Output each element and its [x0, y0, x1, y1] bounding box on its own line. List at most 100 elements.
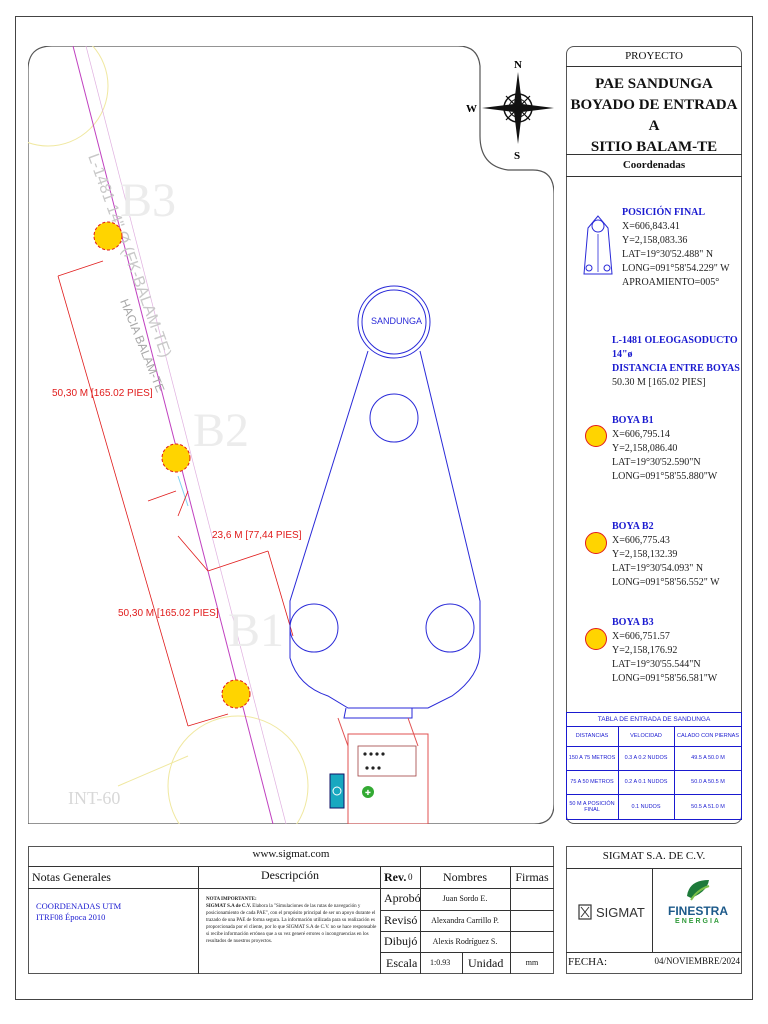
buoy-b2-icon	[585, 532, 607, 554]
boya-b1-title: BOYA B1	[612, 415, 654, 426]
project-title: PAE SANDUNGA BOYADO DE ENTRADA A SITIO B…	[566, 74, 742, 158]
compass-s: S	[514, 150, 520, 162]
info-panel	[566, 46, 742, 824]
entrada-table-title: TABLA DE ENTRADA DE SANDUNGA	[597, 715, 711, 723]
map-drawing: INT-60 B3 B2 B1 L-1481 14" Ø (FK-BALAM-T…	[28, 46, 554, 824]
vessel-icon	[583, 215, 613, 275]
b3-big-label: B3	[120, 174, 176, 227]
energia-text: ENERGIA	[675, 918, 721, 925]
entrada-table	[566, 712, 742, 820]
table-row-3-calado: 50.5 A 51.0 M	[691, 804, 725, 810]
website-label: www.sigmat.com	[252, 848, 330, 860]
nota-body: Elabora la "Simulaciones de las rutas de…	[206, 904, 377, 944]
oleogasoducto-label: L-1481 OLEOGASODUCTO 14"ø	[612, 334, 742, 362]
nota-title: NOTA IMPORTANTE:	[206, 897, 257, 902]
boya-b2-x: X=606,775.43	[612, 535, 670, 546]
descripcion-label: Descripción	[261, 868, 319, 882]
nota-importante: NOTA IMPORTANTE: SIGMAT S.A de C.V. Elab…	[206, 896, 378, 945]
table-row-2-distancia: 75 A 50 METROS	[570, 779, 614, 785]
sigmat-logo: SIGMAT	[578, 900, 648, 924]
range-circle-bottom	[167, 715, 309, 824]
table-header-calado: CALADO CON PIERNAS	[676, 733, 740, 739]
aprobo-label: Aprobó	[384, 891, 421, 905]
escala-label: Escala	[386, 956, 418, 970]
table-header-distancias: DISTANCIAS	[575, 733, 609, 739]
table-row-1-distancia: 150 A 75 METROS	[568, 755, 616, 761]
dimension-lines	[57, 260, 294, 727]
vessel-structure: ✚	[329, 717, 429, 824]
map-frame	[28, 46, 554, 824]
project-title-line3: SITIO BALAM-TE	[590, 139, 718, 155]
reviso-label: Revisó	[384, 913, 418, 927]
finestra-logo: FINESTRA ENERGIA	[654, 876, 742, 948]
company-name: SIGMAT S.A. DE C.V.	[602, 850, 706, 862]
notas-line2: ITRF08 Época 2010	[36, 912, 106, 922]
fecha-label: FECHA:	[568, 956, 608, 968]
boya-b2-title: BOYA B2	[612, 521, 654, 532]
rev-value: 0	[408, 872, 413, 882]
buoy-b2	[161, 443, 191, 473]
project-title-line2: BOYADO DE ENTRADA A	[570, 97, 738, 134]
sandunga-label: SANDUNGA	[371, 316, 422, 326]
table-header-velocidad: VELOCIDAD	[630, 733, 662, 739]
nombres-label: Nombres	[443, 870, 487, 884]
boya-b3-x: X=606,751.57	[612, 631, 670, 642]
boya-b3-lat: LAT=19°30'55.544"N	[612, 659, 701, 670]
boya-b2-y: Y=2,158,132.39	[612, 549, 678, 560]
distance-label-lower: 50,30 M [165.02 PIES]	[118, 608, 219, 619]
sandunga-platform	[289, 285, 481, 719]
boya-b2-lat: LAT=19°30'54.093" N	[612, 563, 704, 574]
distance-label-upper: 50,30 M [165.02 PIES]	[52, 388, 153, 399]
finestra-leaf-icon	[687, 880, 710, 901]
notas-line1: COORDENADAS UTM	[36, 901, 122, 911]
escala-value: 1:0.93	[430, 958, 451, 967]
firmas-label: Firmas	[515, 870, 549, 884]
posicion-final-lat: LAT=19°30'52.488" N	[622, 249, 714, 260]
unidad-value: mm	[525, 958, 539, 967]
buoy-b1-icon	[585, 425, 607, 447]
boya-b3-title: BOYA B3	[612, 617, 654, 628]
sheet-border	[15, 16, 753, 1000]
boya-b3-long: LONG=091°58'56.581"W	[612, 673, 718, 684]
footer-company	[566, 846, 742, 974]
boya-b2-block: BOYA B2 X=606,775.43 Y=2,158,132.39 LAT=…	[612, 520, 742, 590]
table-row-1-calado: 49.5 A 50.0 M	[691, 755, 725, 761]
dibujo-name: Alexis Rodríguez S.	[432, 937, 498, 946]
notas-generales-label: Notas Generales	[32, 870, 111, 884]
range-circle-top	[28, 46, 109, 147]
boya-b1-long: LONG=091°58'55.880"W	[612, 471, 718, 482]
b2-big-label: B2	[193, 404, 249, 457]
map-view: INT-60 B3 B2 B1 L-1481 14" Ø (FK-BALAM-T…	[28, 46, 554, 824]
project-title-line1: PAE SANDUNGA	[595, 76, 713, 92]
reviso-name: Alexandra Carrillo P.	[431, 916, 499, 925]
boya-b1-y: Y=2,158,086.40	[612, 443, 678, 454]
buoy-b3	[93, 221, 123, 251]
table-row-3-velocidad: 0.1 NUDOS	[631, 804, 661, 810]
table-row-2-calado: 50.0 A 50.5 M	[691, 779, 725, 785]
buoy-b3-icon	[585, 628, 607, 650]
posicion-final-block: POSICIÓN FINAL X=606,843.41 Y=2,158,083.…	[622, 206, 742, 290]
table-row-2-velocidad: 0.2 A 0.1 NUDOS	[624, 779, 668, 785]
coordenadas-label: Coordenadas	[622, 159, 686, 171]
boya-b2-long: LONG=091°58'56.552" W	[612, 577, 720, 588]
distance-label-mid: 23,6 M [77,44 PIES]	[212, 530, 302, 541]
distancia-value: 50.30 M [165.02 PIES]	[612, 377, 706, 388]
nota-company: SIGMAT S.A de C.V.	[206, 904, 252, 909]
svg-text:✚: ✚	[365, 789, 371, 797]
rev-label: Rev.	[384, 870, 407, 884]
sigmat-logo-text: SIGMAT	[596, 904, 645, 920]
compass-rose-icon: N S E W	[466, 59, 554, 162]
buoy-b1	[221, 679, 251, 709]
posicion-final-y: Y=2,158,083.36	[622, 235, 688, 246]
posicion-final-x: X=606,843.41	[622, 221, 680, 232]
fecha-value: 04/NOVIEMBRE/2024	[654, 956, 741, 966]
proyecto-label: PROYECTO	[625, 50, 683, 62]
boya-b3-block: BOYA B3 X=606,751.57 Y=2,158,176.92 LAT=…	[612, 616, 742, 686]
oleogasoducto-text: L-1481 OLEOGASODUCTO 14"ø	[612, 335, 738, 360]
b1-big-label: B1	[228, 604, 284, 657]
boya-b1-lat: LAT=19°30'52.590"N	[612, 457, 701, 468]
boya-b3-y: Y=2,158,176.92	[612, 645, 678, 656]
compass-w: W	[466, 103, 477, 115]
faint-label: INT-60	[68, 788, 120, 808]
boya-b1-block: BOYA B1 X=606,795.14 Y=2,158,086.40 LAT=…	[612, 414, 742, 484]
